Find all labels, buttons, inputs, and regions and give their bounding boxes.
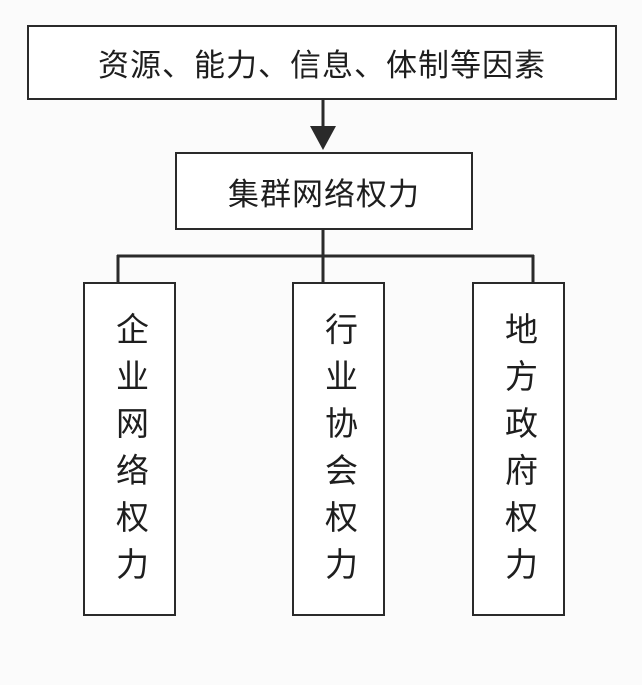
enterprise-network-power-box: 企业网络权力 [83,282,176,616]
factors-box: 资源、能力、信息、体制等因素 [27,25,617,100]
industry-association-power-box: 行业协会权力 [292,282,385,616]
industry-association-power-label: 行业协会权力 [319,312,359,594]
local-government-power-box: 地方政府权力 [472,282,565,616]
cluster-network-power-label: 集群网络权力 [228,176,420,213]
factors-label: 资源、能力、信息、体制等因素 [98,48,546,84]
local-government-power-label: 地方政府权力 [499,312,539,594]
enterprise-network-power-label: 企业网络权力 [110,312,150,594]
cluster-network-power-box: 集群网络权力 [175,152,473,230]
arrow-head-icon [310,126,336,150]
